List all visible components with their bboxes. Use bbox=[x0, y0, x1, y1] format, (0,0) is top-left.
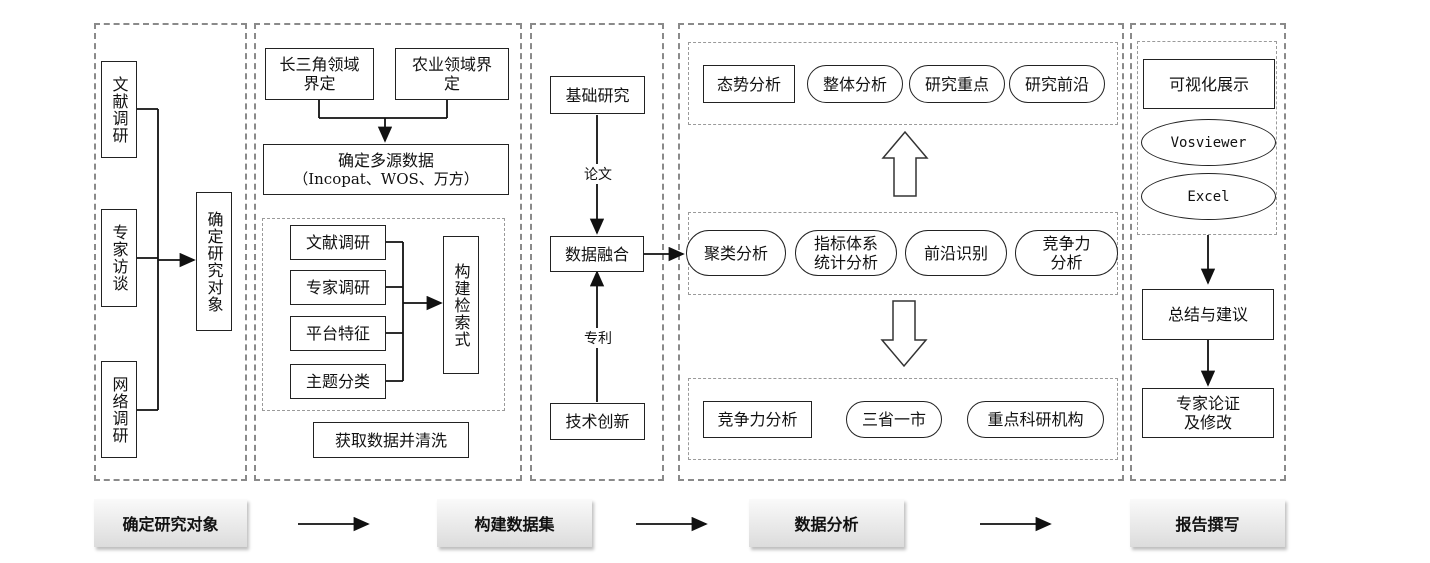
visual-tools-subpanel bbox=[1137, 41, 1277, 235]
query-subpanel bbox=[262, 218, 505, 411]
stage-define-object: 确定研究对象 bbox=[94, 499, 247, 547]
panel-report bbox=[1130, 23, 1286, 481]
summary-box: 总结与建议 bbox=[1142, 289, 1274, 340]
agri-domain-text: 农业领域界定 bbox=[411, 55, 492, 93]
index-stats-pill: 指标体系 统计分析 bbox=[795, 230, 897, 276]
excel-oval: Excel bbox=[1141, 173, 1276, 220]
multi-source-sub: （Incopat、WOS、万方） bbox=[293, 169, 479, 188]
define-object-box: 确定研究对象 bbox=[196, 192, 232, 331]
frontier-identification-pill: 前沿识别 bbox=[905, 230, 1007, 276]
panel-data-fusion bbox=[530, 23, 664, 481]
multi-source-box: 确定多源数据 （Incopat、WOS、万方） bbox=[263, 144, 509, 195]
data-fusion-box: 数据融合 bbox=[550, 236, 644, 272]
query-expert-research-box: 专家调研 bbox=[290, 270, 386, 305]
agri-domain-box: 农业领域界定 bbox=[395, 48, 509, 100]
overall-analysis-pill: 整体分析 bbox=[807, 65, 903, 103]
web-research-box: 网络调研 bbox=[101, 361, 137, 458]
competitiveness-analysis-box: 竞争力分析 bbox=[703, 401, 812, 438]
three-provinces-pill: 三省一市 bbox=[846, 401, 942, 438]
competitiveness-line2: 分析 bbox=[1050, 253, 1083, 272]
tech-innovation-box: 技术创新 bbox=[550, 403, 645, 440]
expert-review-line1: 专家论证 bbox=[1175, 394, 1240, 413]
key-institutions-pill: 重点科研机构 bbox=[967, 401, 1104, 438]
basic-research-box: 基础研究 bbox=[550, 76, 645, 114]
papers-label: 论文 bbox=[583, 164, 613, 184]
index-stats-line1: 指标体系 bbox=[813, 234, 878, 253]
competitiveness-pill: 竞争力 分析 bbox=[1015, 230, 1118, 276]
competitiveness-line1: 竞争力 bbox=[1042, 234, 1091, 253]
analysis-row-3 bbox=[688, 378, 1118, 460]
panel-define-object bbox=[94, 23, 247, 481]
expert-review-box: 专家论证 及修改 bbox=[1142, 388, 1274, 438]
acquire-clean-box: 获取数据并清洗 bbox=[313, 422, 469, 458]
trend-analysis-box: 态势分析 bbox=[703, 65, 795, 103]
multi-source-title: 确定多源数据 bbox=[337, 150, 434, 170]
cluster-analysis-pill: 聚类分析 bbox=[686, 230, 786, 276]
yrd-domain-box: 长三角领域界定 bbox=[265, 48, 374, 100]
query-lit-research-box: 文献调研 bbox=[290, 225, 386, 260]
lit-research-box: 文献调研 bbox=[101, 61, 137, 158]
panel-build-dataset bbox=[254, 23, 522, 481]
stage-build-dataset: 构建数据集 bbox=[437, 499, 592, 547]
visualization-box: 可视化展示 bbox=[1143, 59, 1275, 109]
vosviewer-oval: Vosviewer bbox=[1141, 119, 1276, 166]
expert-interview-box: 专家访谈 bbox=[101, 209, 137, 307]
query-platform-features-box: 平台特征 bbox=[290, 316, 386, 351]
query-topic-class-box: 主题分类 bbox=[290, 364, 386, 399]
index-stats-line2: 统计分析 bbox=[813, 253, 878, 272]
research-frontier-pill: 研究前沿 bbox=[1009, 65, 1105, 103]
analysis-row-1 bbox=[688, 42, 1118, 125]
research-focus-pill: 研究重点 bbox=[909, 65, 1005, 103]
stage-data-analysis: 数据分析 bbox=[749, 499, 904, 547]
patents-label: 专利 bbox=[583, 328, 613, 348]
expert-review-line2: 及修改 bbox=[1183, 413, 1232, 432]
yrd-domain-text: 长三角领域界定 bbox=[279, 55, 360, 93]
build-query-box: 构建检索式 bbox=[443, 236, 479, 374]
stage-report: 报告撰写 bbox=[1130, 499, 1285, 547]
